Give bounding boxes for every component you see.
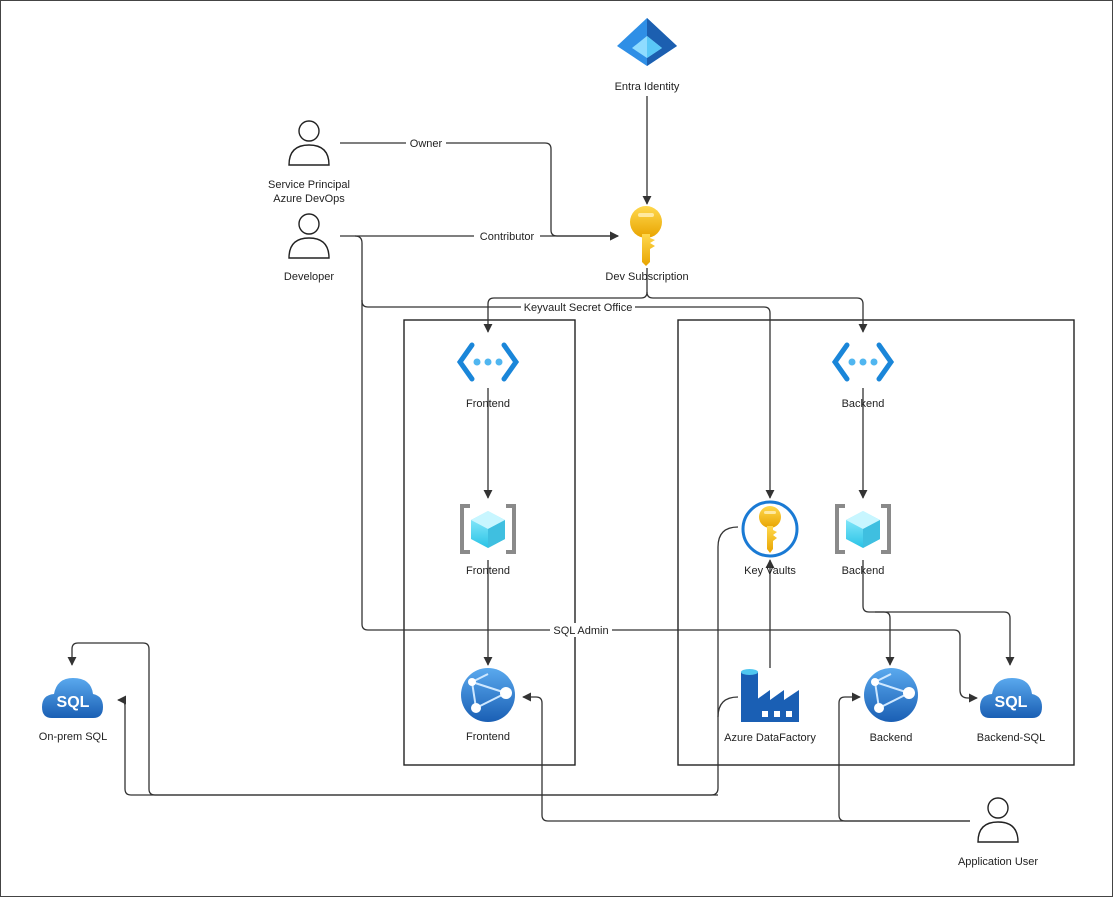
edge-user-frontend — [522, 692, 970, 822]
edges — [67, 96, 1015, 822]
edge-owner — [340, 142, 619, 241]
onprem-sql-badge: SQL — [57, 694, 90, 711]
application-user-label: Application User — [958, 856, 1038, 868]
application-user-node[interactable]: Application User — [958, 797, 1038, 868]
vnet-icon — [456, 342, 520, 382]
data-factory-node[interactable]: Azure DataFactory — [724, 669, 816, 744]
frontend-container-node[interactable]: Frontend — [460, 504, 516, 577]
entra-id-icon — [617, 18, 677, 66]
frontend-app-node[interactable]: Frontend — [461, 668, 515, 743]
backend-app-node[interactable]: Backend — [864, 668, 918, 744]
edge-label-contributor: Contributor — [480, 231, 535, 243]
edge-label-sql-admin: SQL Admin — [553, 625, 608, 637]
sql-icon: SQL — [980, 678, 1042, 718]
user-icon — [288, 120, 330, 166]
developer-label: Developer — [284, 271, 334, 283]
backend-sql-node[interactable]: SQL Backend-SQL — [977, 678, 1045, 744]
onprem-sql-label: On-prem SQL — [39, 731, 107, 743]
frontend-vnet-label: Frontend — [466, 398, 510, 410]
edge-user-backend — [838, 692, 970, 822]
backend-vnet-label: Backend — [842, 398, 885, 410]
backend-app-label: Backend — [870, 732, 913, 744]
edge-sql-admin — [361, 300, 978, 703]
service-principal-node[interactable]: Service Principal Azure DevOps — [268, 120, 350, 205]
user-icon — [288, 213, 330, 259]
app-service-icon — [864, 668, 918, 722]
edge-label-owner: Owner — [410, 138, 443, 150]
app-service-icon — [461, 668, 515, 722]
data-factory-icon — [741, 669, 799, 722]
backend-container-label: Backend — [842, 565, 885, 577]
backend-sql-label: Backend-SQL — [977, 732, 1045, 744]
dev-subscription-node[interactable]: Dev Subscription — [605, 206, 689, 283]
developer-node[interactable]: Developer — [284, 213, 334, 283]
edge-labels: Owner Contributor Keyvault Secret Office… — [406, 136, 635, 637]
edge-subscription-backend — [646, 291, 868, 333]
edge-onprem-top — [67, 642, 718, 796]
backend-group-box — [677, 319, 1075, 766]
edge-keyvault-secret — [354, 235, 775, 499]
service-principal-label-line2: Azure DevOps — [273, 193, 345, 205]
dev-subscription-label: Dev Subscription — [605, 271, 688, 283]
frontend-app-label: Frontend — [466, 731, 510, 743]
service-principal-label-line1: Service Principal — [268, 179, 350, 191]
onprem-sql-node[interactable]: SQL On-prem SQL — [39, 678, 107, 743]
key-vault-icon — [741, 500, 799, 558]
key-vaults-node[interactable]: Key Vaults — [741, 500, 799, 577]
edge-datafactory-out — [717, 696, 739, 718]
frontend-container-label: Frontend — [466, 565, 510, 577]
backend-container-node[interactable]: Backend — [835, 504, 891, 577]
vnet-icon — [831, 342, 895, 382]
frontend-group-box — [403, 319, 576, 766]
container-icon — [835, 504, 891, 554]
key-icon — [630, 206, 662, 266]
key-vaults-label: Key Vaults — [744, 565, 796, 577]
container-icon — [460, 504, 516, 554]
sql-icon: SQL — [42, 678, 103, 718]
entra-identity-label: Entra Identity — [615, 81, 680, 93]
edge-backend-container-sql — [875, 611, 1015, 666]
backend-vnet-node[interactable]: Backend — [831, 342, 895, 410]
backend-sql-badge: SQL — [995, 694, 1028, 711]
frontend-vnet-node[interactable]: Frontend — [456, 342, 520, 410]
entra-identity-node[interactable]: Entra Identity — [615, 18, 680, 93]
data-factory-label: Azure DataFactory — [724, 732, 816, 744]
user-icon — [977, 797, 1019, 843]
edge-datafactory-onprem — [117, 526, 739, 796]
edge-label-keyvault-secret: Keyvault Secret Office — [524, 302, 633, 314]
